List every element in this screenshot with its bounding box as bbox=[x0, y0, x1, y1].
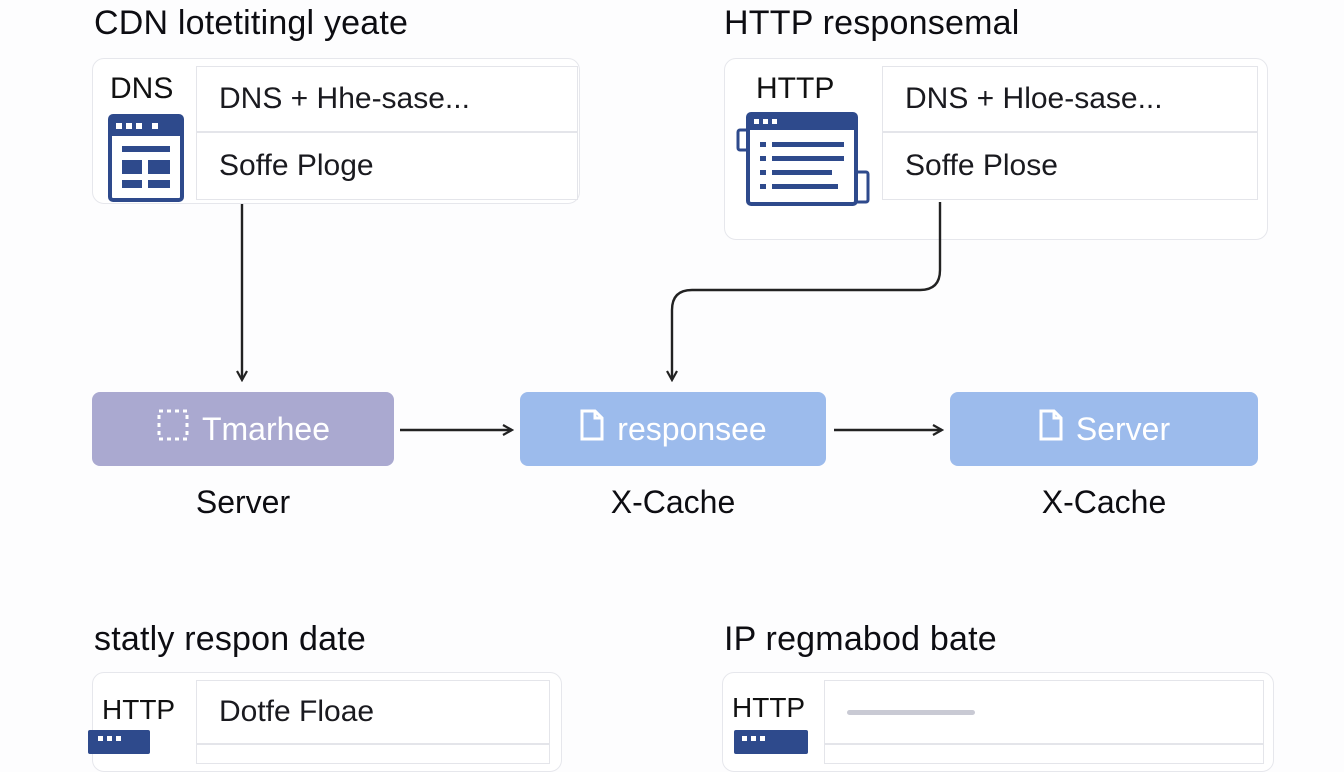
flow-node-server[interactable]: Server bbox=[950, 392, 1258, 466]
row-empty[interactable] bbox=[196, 744, 550, 764]
flow-node-label: Tmarhee bbox=[201, 410, 331, 447]
window-icon bbox=[88, 730, 150, 754]
flow-node-tmarhee[interactable]: Tmarhee bbox=[92, 392, 394, 466]
row-soffe-plose[interactable]: Soffe Plose bbox=[882, 132, 1258, 200]
card-label-http-3: HTTP bbox=[732, 692, 806, 723]
section-title-ip: IP regmabod bate bbox=[724, 620, 997, 658]
arrow-http-to-response bbox=[672, 202, 942, 380]
row-placeholder[interactable] bbox=[824, 680, 1264, 744]
row-dns-sase[interactable]: DNS + Hhe-sase... bbox=[196, 66, 578, 132]
flow-caption-x-cache: X-Cache bbox=[610, 484, 736, 520]
document-list-icon bbox=[734, 112, 874, 213]
row-empty-2[interactable] bbox=[824, 744, 1264, 764]
row-dotfe-floae[interactable]: Dotfe Floae bbox=[196, 680, 550, 744]
flow-node-responsee[interactable]: responsee bbox=[520, 392, 826, 466]
section-title-http-response: HTTP responsemal bbox=[724, 4, 1020, 42]
document-icon bbox=[579, 409, 605, 449]
row-dns-hloe-sase[interactable]: DNS + Hloe-sase... bbox=[882, 66, 1258, 132]
window-icon bbox=[734, 730, 808, 754]
card-label-dns: DNS bbox=[110, 72, 174, 105]
dashed-square-icon bbox=[156, 408, 190, 450]
flow-caption-server: Server bbox=[195, 484, 291, 520]
card-label-http: HTTP bbox=[756, 72, 835, 105]
flow-node-label: Server bbox=[1075, 410, 1171, 447]
flow-caption-x-cache-2: X-Cache bbox=[1041, 484, 1167, 520]
section-title-statly: statly respon date bbox=[94, 620, 366, 658]
document-icon bbox=[1038, 409, 1064, 449]
flow-connectors bbox=[0, 202, 1344, 750]
flow-node-label: responsee bbox=[617, 410, 767, 447]
card-label-http-2: HTTP bbox=[102, 694, 176, 725]
section-title-cdn: CDN lotetitingl yeate bbox=[94, 4, 409, 42]
window-grid-icon bbox=[108, 114, 184, 207]
row-soffe-ploge[interactable]: Soffe Ploge bbox=[196, 132, 578, 200]
placeholder-line bbox=[847, 709, 975, 715]
